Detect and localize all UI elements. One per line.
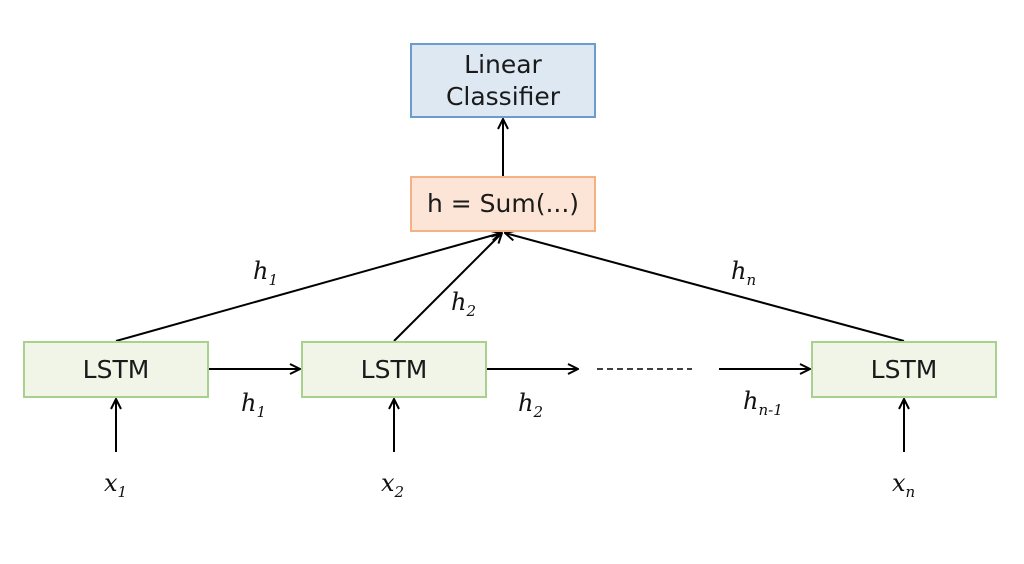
arrow-lstm2-to-sum	[393, 233, 502, 342]
lstm-label: LSTM	[82, 354, 150, 384]
label-hn-to-sum: hn	[731, 257, 757, 289]
label-hn-1-chain: hn-1	[743, 387, 783, 419]
label-h1-to-sum: h1	[253, 257, 279, 289]
label-x2: x2	[381, 469, 405, 501]
label-xn: xn	[892, 469, 916, 501]
linear-classifier-box: Linear Classifier	[410, 43, 596, 118]
label-h2-to-sum: h2	[451, 288, 477, 320]
sum-label: h = Sum(...)	[426, 189, 580, 218]
label-h1-chain: h1	[241, 389, 267, 421]
lstm-label: LSTM	[360, 354, 428, 384]
lstm-cell-1: LSTM	[23, 341, 209, 398]
classifier-label-line2: Classifier	[445, 81, 561, 111]
sum-box: h = Sum(...)	[410, 176, 596, 232]
lstm-label: LSTM	[870, 354, 938, 384]
classifier-label-line1: Linear	[464, 49, 542, 79]
label-x1: x1	[104, 469, 128, 501]
lstm-cell-n: LSTM	[811, 341, 997, 398]
arrow-lstm3-to-sum	[505, 233, 905, 342]
lstm-cell-2: LSTM	[301, 341, 487, 398]
label-h2-chain: h2	[518, 389, 544, 421]
arrow-lstm1-to-sum	[115, 233, 501, 342]
